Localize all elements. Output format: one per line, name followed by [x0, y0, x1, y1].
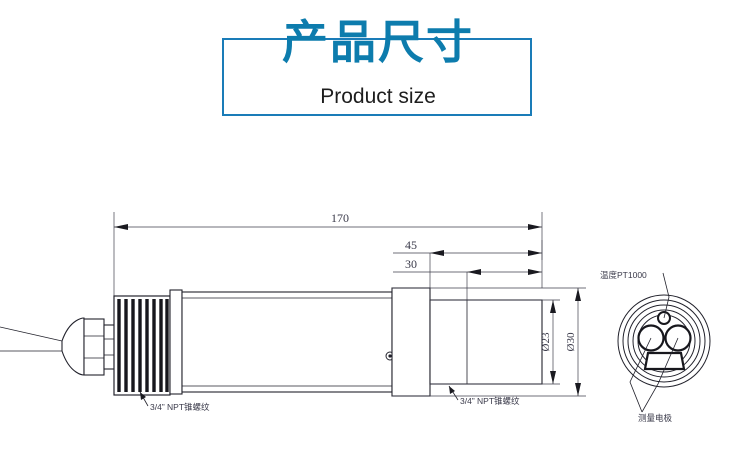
- page-title-english: Product size: [320, 85, 436, 108]
- dimension-inner-diameter: Ø23: [430, 299, 560, 385]
- callout-measuring-electrode: 测量电极: [629, 337, 679, 423]
- cable-gland: [61, 317, 116, 376]
- dimension-label-30: 30: [405, 257, 417, 271]
- reference-block: [643, 351, 686, 371]
- dimension-outer-diameter: Ø30: [392, 287, 586, 397]
- sensor-barrel: [429, 299, 543, 385]
- callout-label-thread-right: 3/4” NPT锥螺纹: [460, 396, 520, 406]
- callout-npt-thread-left: 3/4” NPT锥螺纹: [139, 391, 210, 412]
- title-top-border-mask: [258, 44, 498, 74]
- dimension-label-d23: Ø23: [540, 332, 552, 351]
- main-body: [181, 291, 395, 393]
- body-step: [391, 287, 431, 397]
- dimension-label-d30: Ø30: [565, 332, 577, 351]
- callout-label-temperature: 温度PT1000: [600, 270, 647, 280]
- callout-label-electrode: 测量电极: [638, 413, 673, 423]
- title-box: [222, 38, 532, 116]
- callout-label-thread-left: 3/4” NPT锥螺纹: [150, 402, 210, 412]
- dimension-label-170: 170: [331, 211, 349, 225]
- sensor-face-end-view: [617, 294, 711, 388]
- page-title-chinese: 产品尺寸: [282, 16, 474, 68]
- callout-npt-thread-right: 3/4” NPT锥螺纹: [448, 385, 520, 406]
- dimension-length-30: 30: [393, 257, 542, 300]
- callout-temperature-sensor: 温度PT1000: [600, 270, 670, 319]
- sensor-cable: [0, 326, 63, 352]
- dimension-length-45: 45: [393, 238, 543, 292]
- dimension-label-45: 45: [405, 238, 417, 252]
- npt-thread-left: [113, 295, 171, 396]
- body-collar: [169, 289, 183, 395]
